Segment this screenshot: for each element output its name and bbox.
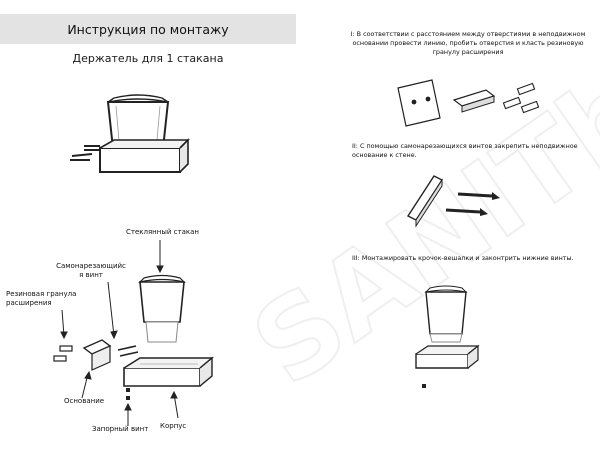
step-1-text: I: В соответствии с расстоянием между от… xyxy=(350,30,586,56)
dowel-parts xyxy=(53,345,73,362)
step-3-text: III: Монтажировать крочок-вешалки и зако… xyxy=(352,254,574,262)
step-2-text: II: С помощью самонарезающихся винтов за… xyxy=(352,142,578,159)
page-title-text: Инструкция по монтажу xyxy=(67,21,229,37)
label-set-screw: Запорный винт xyxy=(92,425,149,433)
step-2-illustration xyxy=(406,175,500,228)
exploded-view-illustration xyxy=(53,240,214,426)
step-3-illustration xyxy=(415,285,480,388)
screws xyxy=(445,192,500,216)
step-1-illustration xyxy=(397,79,540,127)
mounted-base xyxy=(406,175,444,221)
body-part xyxy=(123,356,214,387)
page-title: Инструкция по монтажу xyxy=(0,14,296,44)
wall-marking xyxy=(397,79,441,127)
assembled-holder-illustration xyxy=(70,94,190,173)
label-base: Основание xyxy=(64,397,105,405)
label-rubber-dowel: Резиновая гранула расширения xyxy=(6,290,77,307)
base-part xyxy=(82,339,112,371)
callout-arrows xyxy=(60,240,179,426)
page-subtitle: Держатель для 1 стакана xyxy=(72,52,224,65)
dowels xyxy=(502,82,540,114)
glass-part xyxy=(138,274,186,343)
label-glass: Стеклянный стакан xyxy=(126,228,199,236)
label-body: Корпус xyxy=(160,422,187,430)
label-self-tapping-screw: Самонарезающийс я винт xyxy=(56,262,126,279)
screw-parts xyxy=(117,345,139,357)
set-screw-parts xyxy=(126,388,130,400)
